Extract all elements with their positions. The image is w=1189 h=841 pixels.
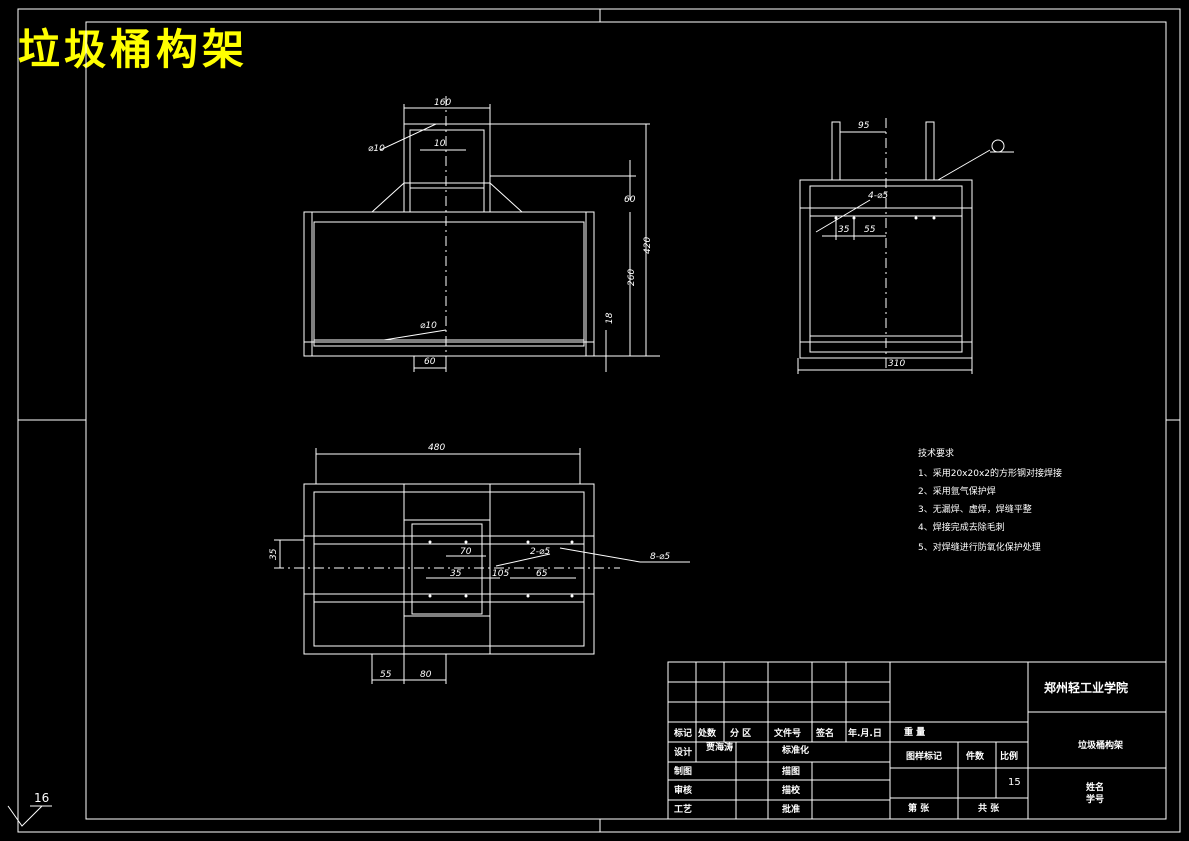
tb-total-label: 共 张 <box>978 802 1000 814</box>
front-dim-160: 160 <box>434 98 451 108</box>
tb-trace-label: 描图 <box>782 765 800 777</box>
title-block <box>667 661 1167 820</box>
tb-name-label: 姓名 <box>1085 781 1104 793</box>
front-dim-260: 260 <box>627 269 637 286</box>
tech-req-item: 3、无漏焊、虚焊，焊缝平整 <box>918 503 1032 515</box>
tb-draw-label: 制图 <box>674 765 692 777</box>
tb-scale-label: 比例 <box>1000 750 1018 762</box>
top-dim-80: 80 <box>420 670 432 680</box>
roughness-value: 16 <box>34 791 49 805</box>
side-dim-95: 95 <box>858 121 870 131</box>
tech-req-item: 4、焊接完成去除毛刺 <box>918 521 1005 533</box>
top-dim-8-hole-5: 8-⌀5 <box>650 552 670 562</box>
side-dim-4-hole-5: 4-⌀5 <box>868 191 888 201</box>
side-dim-310: 310 <box>888 359 905 369</box>
tb-label-zone: 分 区 <box>730 727 751 739</box>
tb-designer: 贾海涛 <box>706 741 733 753</box>
tb-label-count: 处数 <box>697 727 717 739</box>
tb-id-label: 学号 <box>1086 793 1104 805</box>
tb-standardize-label: 标准化 <box>781 744 809 756</box>
tb-label-date: 年.月.日 <box>848 727 882 739</box>
tech-req-item: 1、采用20x20x2的方形钢对接焊接 <box>918 467 1062 479</box>
tech-req-item: 5、对焊缝进行防氧化保护处理 <box>918 541 1041 553</box>
front-dim-60-b: 60 <box>424 357 436 367</box>
tb-stage-mark-label: 图样标记 <box>906 750 942 762</box>
tb-label-doc-no: 文件号 <box>773 727 801 739</box>
tb-approve-label: 批准 <box>782 803 800 815</box>
tb-review-label: 审核 <box>674 784 692 796</box>
tb-process-label: 工艺 <box>674 803 692 815</box>
tb-label-sign: 签名 <box>815 727 834 739</box>
tech-req-heading: 技术要求 <box>918 447 954 459</box>
side-view <box>797 118 1014 374</box>
part-name: 垃圾桶构架 <box>1078 739 1123 751</box>
tb-check-label: 描校 <box>782 784 801 796</box>
top-view <box>274 448 690 684</box>
sheet-border <box>17 8 1181 833</box>
top-dim-55: 55 <box>380 670 392 680</box>
tb-design-label: 设计 <box>674 746 692 758</box>
top-dim-35-side: 35 <box>269 548 279 560</box>
top-dim-480: 480 <box>428 443 445 453</box>
top-dim-105: 105 <box>492 569 509 579</box>
top-dim-65: 65 <box>536 569 548 579</box>
side-dim-35: 35 <box>838 225 850 235</box>
top-dim-2-hole-5: 2-⌀5 <box>530 547 550 557</box>
front-dim-10: 10 <box>434 139 446 149</box>
front-dim-18: 18 <box>605 312 615 324</box>
tb-sheet-label: 第 张 <box>908 802 930 814</box>
tb-pieces-label: 件数 <box>966 750 985 762</box>
front-dim-60: 60 <box>624 195 636 205</box>
front-dim-hole-10-b: ⌀10 <box>420 321 437 331</box>
drawing-title: 垃圾桶构架 <box>18 25 249 74</box>
top-dim-35: 35 <box>450 569 462 579</box>
front-dim-hole-10: ⌀10 <box>368 144 385 154</box>
tb-weight-label: 重 量 <box>904 726 925 738</box>
school-name: 郑州轻工业学院 <box>1044 680 1128 695</box>
roughness-symbol <box>7 805 52 827</box>
top-dim-70: 70 <box>460 547 472 557</box>
front-dim-420: 420 <box>643 237 653 254</box>
side-dim-55: 55 <box>864 225 876 235</box>
tb-scale-value: 15 <box>1008 777 1021 788</box>
front-view <box>303 96 660 372</box>
top-view-holes <box>428 216 936 598</box>
tech-req-item: 2、采用氩气保护焊 <box>918 485 996 497</box>
tb-label-mark: 标记 <box>673 727 692 739</box>
